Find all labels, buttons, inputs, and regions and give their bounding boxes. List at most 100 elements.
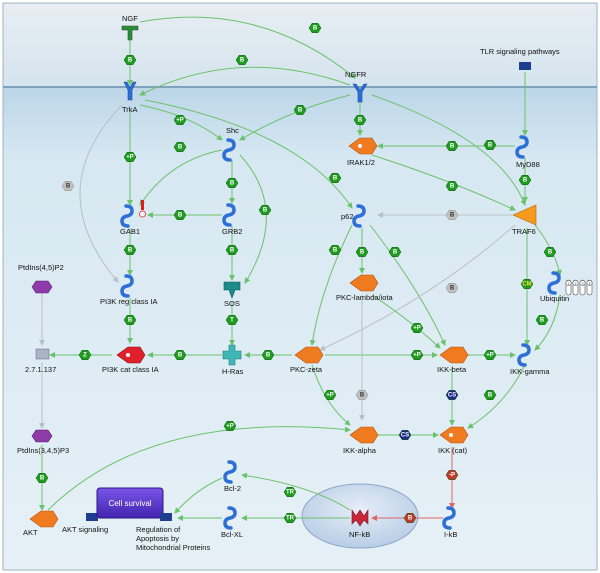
interaction-badge-b[interactable]: B [388,247,402,257]
badge-hexagon [445,210,459,220]
traf6-label: TRAF6 [512,227,536,236]
trka-node[interactable]: TrkA [122,81,138,114]
interaction-badge-b[interactable]: B [173,210,187,220]
badge-label: +P [413,352,421,358]
shc-node[interactable]: Shc [222,126,239,162]
interaction-badge-b[interactable]: B [308,23,322,33]
bclxl-node[interactable]: Bcl-XL [221,506,243,539]
pkc-lambda-node[interactable]: PKC-lambda/iota [336,274,394,302]
interaction-badge-b[interactable]: B [483,390,497,400]
interaction-badge-tr[interactable]: TR [283,487,297,497]
interaction-badge-b[interactable]: B [225,245,239,255]
myd88-node[interactable]: MyD88 [515,135,540,169]
interaction-badge-cs[interactable]: CS [398,430,412,440]
tlr-node[interactable]: TLR signaling pathways [480,47,560,70]
interaction-badge-b[interactable]: B [328,245,342,255]
ptdins45-node[interactable]: PtdIns(4,5)P2 [18,263,64,294]
cell-survival-label: Cell survival [108,499,151,508]
interaction-badge-b[interactable]: B [403,513,417,523]
interaction-badge-t[interactable]: T [225,315,239,325]
badge-label: CM [522,281,531,287]
ikk-alpha-node[interactable]: IKK-alpha [343,426,379,455]
badge-label: B [360,249,365,255]
sos-node[interactable]: SOS [223,281,241,308]
interaction-badge-b[interactable]: B [35,473,49,483]
interaction-badge-b[interactable]: B [535,315,549,325]
badge-hexagon [328,173,342,183]
interaction-badge-b[interactable]: B [173,350,187,360]
interaction-badge-b[interactable]: B [123,245,137,255]
interaction-badge-p[interactable]: +P [123,152,137,162]
interaction-badge-z[interactable]: Z [78,350,92,360]
edge-irak-traf6 [371,154,516,211]
interaction-badge-p[interactable]: +P [410,350,424,360]
ikb-node[interactable]: I-kB [442,506,457,539]
cell-survival-process[interactable]: Cell survival [96,487,164,519]
interaction-badge-b[interactable]: B [261,350,275,360]
interaction-badge-b[interactable]: B [328,173,342,183]
pkc-zeta-node[interactable]: PKC-zeta [290,346,324,374]
interaction-badge-p[interactable]: +P [323,390,337,400]
active-site-icon [449,433,453,437]
interaction-badge-b[interactable]: B [355,390,369,400]
pi3k-reg-node[interactable]: PI3K reg class IA [100,274,158,306]
ikk-cat-node[interactable]: IKK (cat) [438,426,469,455]
ubiquitin-tag-cap [579,280,586,286]
interaction-badge-b[interactable]: B [445,283,459,293]
regulation-node[interactable]: Regulation of Apoptosis by Mitochondrial… [136,513,210,552]
ikk-gamma-node[interactable]: IKK-gamma [510,343,550,376]
interaction-badge-p[interactable]: +P [173,115,187,125]
cell-survival-box [96,487,164,519]
badge-hexagon [123,315,137,325]
nfkb-node[interactable]: NF-kB [349,509,370,539]
interaction-badge-cm[interactable]: CM [520,279,534,289]
interaction-badge-b[interactable]: B [61,181,75,191]
ngfr-node[interactable]: NGFR [345,70,368,103]
interaction-badge-b[interactable]: B [353,115,367,125]
pi3k-cat-node[interactable]: PI3K cat class IA [102,346,159,374]
interaction-badge-b[interactable]: B [123,55,137,65]
ptdins345-node[interactable]: PtdIns(3,4,5)P3 [17,429,69,455]
akt-node[interactable]: AKT [23,510,59,537]
interaction-badge-b[interactable]: B [355,247,369,257]
interaction-badge-tr[interactable]: TR [283,513,297,523]
interaction-badge-b[interactable]: B [258,205,272,215]
p62-node[interactable]: p62 [341,204,366,228]
pkc-lambda-label: PKC-lambda/iota [336,293,394,302]
badge-hexagon [123,55,137,65]
interaction-badge-cs[interactable]: CS [445,390,459,400]
interaction-badge-b[interactable]: B [235,55,249,65]
interaction-badge-b[interactable]: B [445,141,459,151]
interaction-badge-neg_p[interactable]: -P [445,470,459,480]
interaction-badge-p[interactable]: +P [410,323,424,333]
interaction-badge-b[interactable]: B [293,105,307,115]
edge-p62-ikkbeta [369,224,446,346]
protein-icon [223,460,237,484]
pathway-link-icon [86,513,98,521]
ubiquitin-node[interactable]: Ubiquitin 1 2 3 4 [540,271,593,303]
badge-label: B [333,247,338,253]
gab1-node[interactable]: GAB1 [120,200,146,236]
traf6-node[interactable]: TRAF6 [512,204,537,236]
interaction-badge-b[interactable]: B [518,175,532,185]
bcl2-node[interactable]: Bcl-2 [223,460,241,493]
interaction-badge-b[interactable]: B [543,247,557,257]
interaction-badge-p[interactable]: +P [483,350,497,360]
ubiquitin-chain: 1 2 3 4 [565,279,593,296]
enzyme-27137-node[interactable]: 2.7.1.137 [25,348,56,374]
ikk-beta-node[interactable]: IKK-beta [437,346,469,374]
badge-label: B [298,107,303,113]
hras-node[interactable]: H-Ras [222,344,244,376]
akt-signaling-node[interactable]: AKT signaling [62,513,108,534]
interaction-badge-b[interactable]: B [225,178,239,188]
interaction-badge-b[interactable]: B [173,142,187,152]
interaction-badge-b[interactable]: B [445,181,459,191]
interaction-badge-p[interactable]: +P [223,421,237,431]
interaction-badge-b[interactable]: B [483,140,497,150]
ngf-node[interactable]: NGF [121,14,139,41]
interaction-badge-b[interactable]: B [445,210,459,220]
interaction-badge-b[interactable]: B [123,315,137,325]
grb2-node[interactable]: GRB2 [222,203,242,236]
edge-trka-p62 [144,99,353,209]
irak-node[interactable]: IRAK1/2 [347,137,378,167]
